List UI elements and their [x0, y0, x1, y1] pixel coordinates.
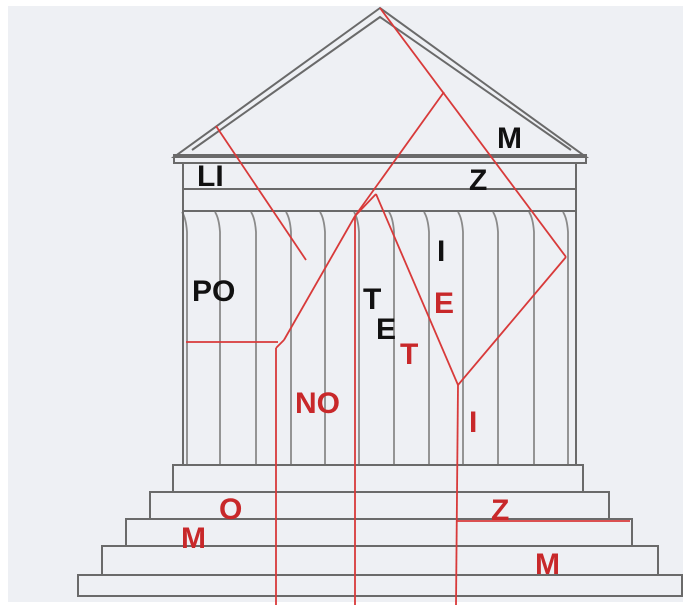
letter-i-column: I [437, 235, 445, 268]
letter-o-step: O [219, 493, 242, 526]
letter-t-red: T [400, 338, 418, 371]
letter-t: T [363, 283, 381, 316]
letter-z-entablature: Z [469, 164, 487, 197]
letter-li: LI [197, 160, 224, 193]
letter-e: E [376, 313, 396, 346]
letter-i-red: I [469, 406, 477, 439]
letter-m-step: M [181, 522, 206, 555]
paper-background [8, 6, 683, 602]
letter-no: NO [295, 387, 340, 420]
letter-m-step-2: M [535, 548, 560, 581]
letter-e-red: E [434, 287, 454, 320]
letter-m-roof: M [497, 122, 522, 155]
letter-po: PO [192, 275, 235, 308]
letter-z-step: Z [491, 494, 509, 527]
